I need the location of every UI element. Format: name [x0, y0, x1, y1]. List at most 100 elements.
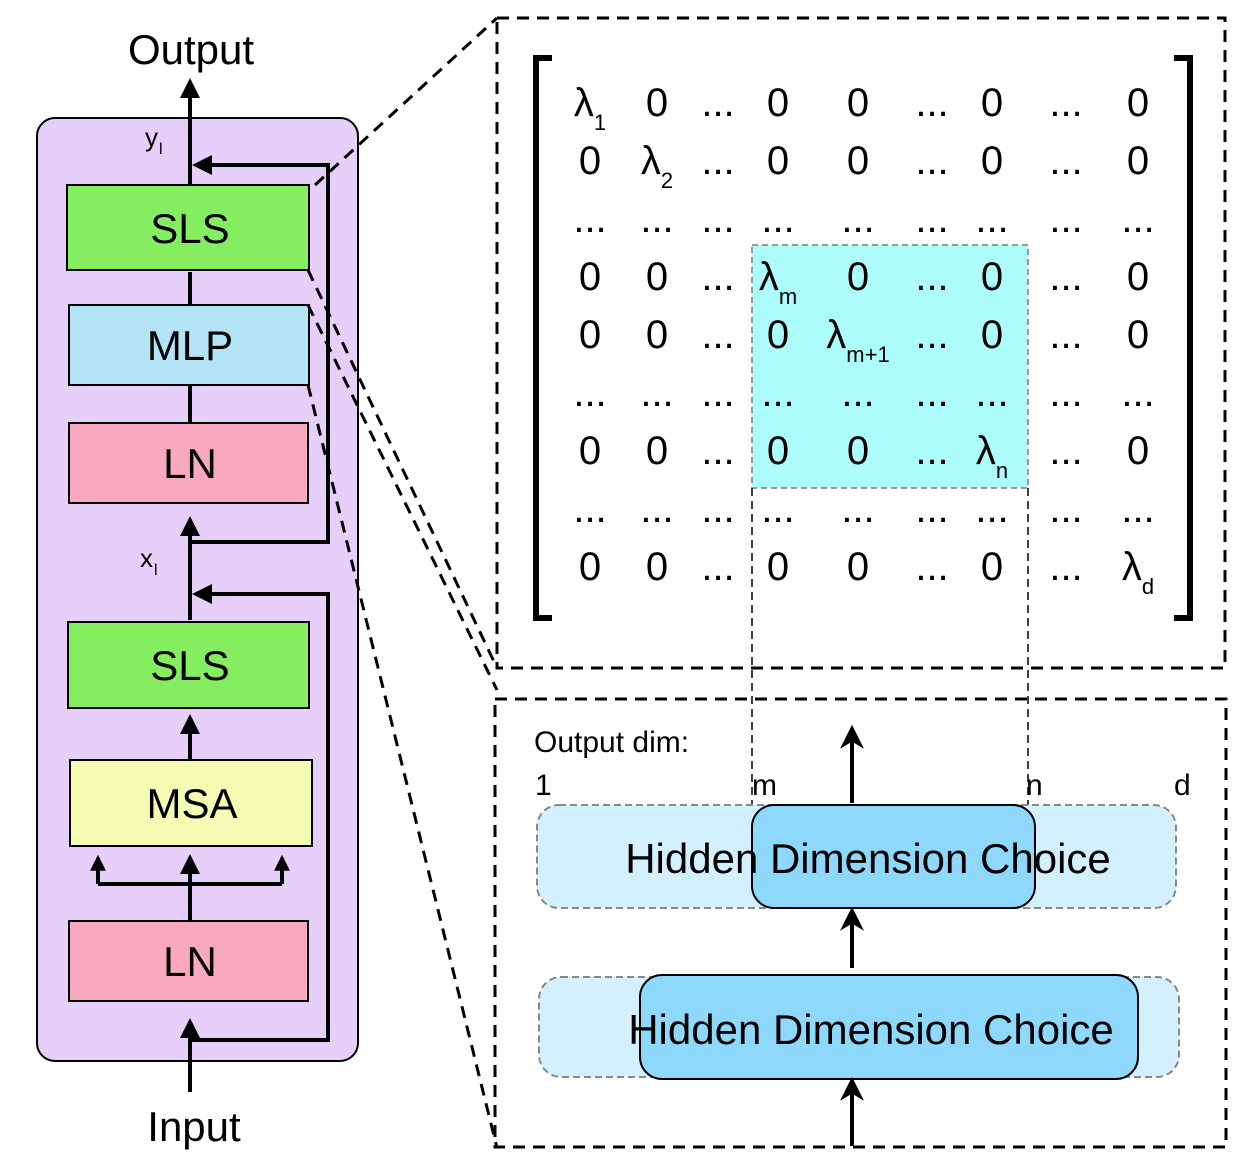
matrix-cell: ...: [1049, 197, 1082, 241]
matrix-cell: ...: [701, 139, 734, 183]
matrix-cell: λd: [1122, 545, 1154, 599]
matrix-cell: ...: [1121, 197, 1154, 241]
projection-lines: [751, 488, 1029, 805]
matrix-cell: 0: [646, 81, 668, 125]
dim-d-label: d: [1174, 769, 1191, 802]
matrix-cell: 0: [579, 429, 601, 473]
mlp-label: MLP: [147, 322, 233, 369]
matrix-cell: 0: [767, 545, 789, 589]
matrix-panel: [495, 16, 1227, 670]
sls-top-label: SLS: [150, 205, 229, 252]
matrix-cell: 0: [767, 429, 789, 473]
matrix-cell: 0: [579, 313, 601, 357]
matrix-cell: ...: [915, 255, 948, 299]
matrix-cell: ...: [975, 487, 1008, 531]
dim-m-label: m: [752, 769, 777, 802]
matrix-cell: 0: [847, 81, 869, 125]
matrix-cell: λm+1: [826, 313, 889, 367]
matrix-cell: ...: [1049, 487, 1082, 531]
matrix-cell: 0: [981, 81, 1003, 125]
matrix-cell: 0: [1127, 313, 1149, 357]
matrix-cell: ...: [761, 371, 794, 415]
ln-bottom-label: LN: [163, 938, 217, 985]
matrix-cell: 0: [579, 139, 601, 183]
y-label: yl: [145, 122, 163, 158]
matrix-cell: ...: [915, 429, 948, 473]
matrix-cell: ...: [573, 487, 606, 531]
matrix-cell: 0: [981, 255, 1003, 299]
matrix-cell: 0: [1127, 139, 1149, 183]
matrix-cell: λn: [976, 429, 1008, 483]
matrix-cell: ...: [701, 371, 734, 415]
x-label: xl: [140, 543, 158, 579]
matrix-cell: 0: [767, 313, 789, 357]
matrix-cell: λ1: [574, 81, 606, 135]
msa-label: MSA: [146, 780, 237, 827]
matrix-cell: 0: [847, 139, 869, 183]
matrix-cell: ...: [975, 371, 1008, 415]
matrix-cell: ...: [915, 487, 948, 531]
matrix-cell: ...: [915, 545, 948, 589]
matrix-cell: ...: [1049, 371, 1082, 415]
matrix-cell: ...: [1049, 139, 1082, 183]
matrix-cell: ...: [1049, 313, 1082, 357]
dim-n-label: n: [1026, 769, 1043, 802]
matrix-cell: ...: [915, 197, 948, 241]
matrix-cell: ...: [761, 197, 794, 241]
matrix-cell: 0: [847, 429, 869, 473]
sls-top-box: [66, 184, 310, 271]
matrix-cell: 0: [981, 313, 1003, 357]
matrix-cell: ...: [640, 487, 673, 531]
matrix-cell: 0: [646, 313, 668, 357]
matrix-cell: 0: [1127, 429, 1149, 473]
matrix-cell: ...: [1121, 487, 1154, 531]
matrix-cell: 0: [847, 545, 869, 589]
matrix-cell: ...: [915, 139, 948, 183]
matrix-cell: 0: [847, 255, 869, 299]
matrix-cell: ...: [915, 371, 948, 415]
matrix-cell: 0: [767, 81, 789, 125]
matrix-brackets: [533, 55, 1193, 621]
residual-connections: [190, 155, 330, 1042]
matrix-cell: 0: [579, 545, 601, 589]
matrix-cell: 0: [646, 255, 668, 299]
hidden-dim-panel: [493, 697, 1228, 1149]
sls-bottom-box: [67, 621, 310, 709]
matrix-cell: ...: [1049, 545, 1082, 589]
matrix-cell: ...: [975, 197, 1008, 241]
ln-bottom-box: [68, 920, 309, 1002]
matrix-cell: 0: [767, 139, 789, 183]
matrix-cell: ...: [701, 81, 734, 125]
matrix-cell: ...: [701, 429, 734, 473]
matrix-cell: 0: [981, 139, 1003, 183]
matrix-cell: ...: [701, 255, 734, 299]
matrix-cell: ...: [701, 197, 734, 241]
matrix-cell: 0: [981, 545, 1003, 589]
matrix-cell: ...: [701, 487, 734, 531]
mlp-box: [68, 304, 310, 386]
ln-top-box: [68, 422, 309, 504]
matrix-cell: ...: [841, 371, 874, 415]
matrix-cell: ...: [1049, 429, 1082, 473]
matrix-cell: ...: [640, 197, 673, 241]
matrix-cell: ...: [841, 197, 874, 241]
matrix-cell: λ2: [641, 139, 673, 193]
dim-1-label: 1: [535, 769, 552, 802]
matrix-cell: ...: [640, 371, 673, 415]
matrix-cell: 0: [646, 429, 668, 473]
matrix-highlight: [751, 244, 1029, 489]
matrix-cell: ...: [701, 313, 734, 357]
matrix-cell: 0: [1127, 255, 1149, 299]
matrix-cell: 0: [579, 255, 601, 299]
msa-fanout: [90, 854, 290, 886]
choice-top-inner: [751, 804, 1036, 909]
zoom-lines: [306, 16, 499, 1149]
ln-top-label: LN: [163, 440, 217, 487]
msa-box: [69, 759, 313, 847]
output-label: Output: [128, 26, 254, 73]
matrix-cell: ...: [573, 371, 606, 415]
sls-bottom-label: SLS: [150, 642, 229, 689]
